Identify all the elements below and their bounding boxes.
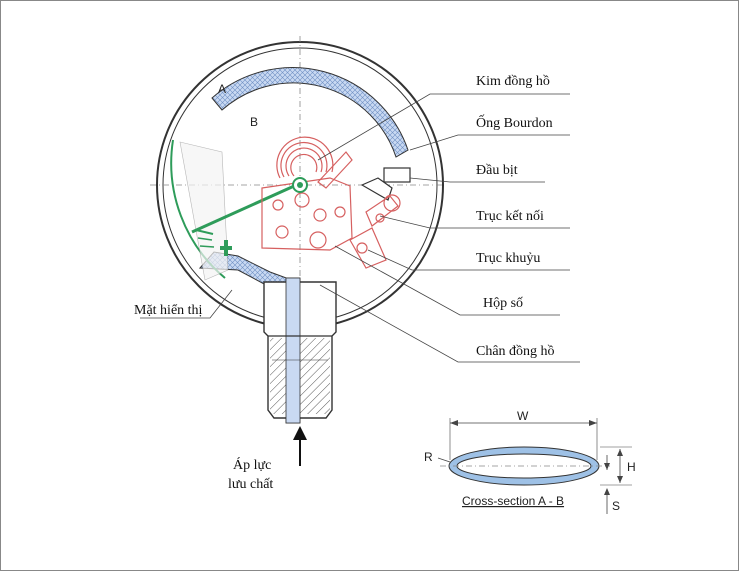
- leader-lines: [140, 93, 580, 363]
- label-pressure-1: Áp lực: [233, 456, 271, 473]
- dim-s: S: [612, 499, 620, 513]
- pressure-arrow-head: [293, 426, 307, 440]
- gear-mechanism: [261, 136, 401, 269]
- label-bourdon-tube: Ống Bourdon: [476, 113, 553, 131]
- gauge-socket: [263, 277, 337, 424]
- sealed-end-hook: [360, 177, 393, 201]
- cross-section-diagram: W R H S Cross-section A - B: [424, 409, 636, 514]
- dim-h: H: [627, 460, 636, 474]
- section-label-b: B: [250, 115, 258, 129]
- label-pointer: Kim đồng hồ: [476, 74, 550, 89]
- sealed-end-block: [383, 167, 411, 183]
- bourdon-tube: [211, 67, 409, 158]
- dim-r: R: [424, 450, 433, 464]
- section-label-a: A: [218, 82, 226, 96]
- label-gearbox: Hộp số: [483, 296, 523, 311]
- cross-section-caption: Cross-section A - B: [462, 494, 564, 508]
- label-link: Trục kết nối: [476, 209, 544, 224]
- label-socket: Chân đồng hồ: [476, 344, 555, 359]
- dim-w: W: [517, 409, 529, 423]
- pointer-hub-center: [297, 182, 303, 188]
- label-sealed-end: Đầu bịt: [476, 163, 518, 178]
- pointer-needle: [191, 180, 304, 234]
- label-pressure-2: lưu chất: [228, 477, 273, 492]
- label-dial: Mặt hiển thị: [134, 303, 203, 318]
- dial-face: [170, 139, 232, 281]
- label-crank: Trục khuỷu: [476, 251, 540, 266]
